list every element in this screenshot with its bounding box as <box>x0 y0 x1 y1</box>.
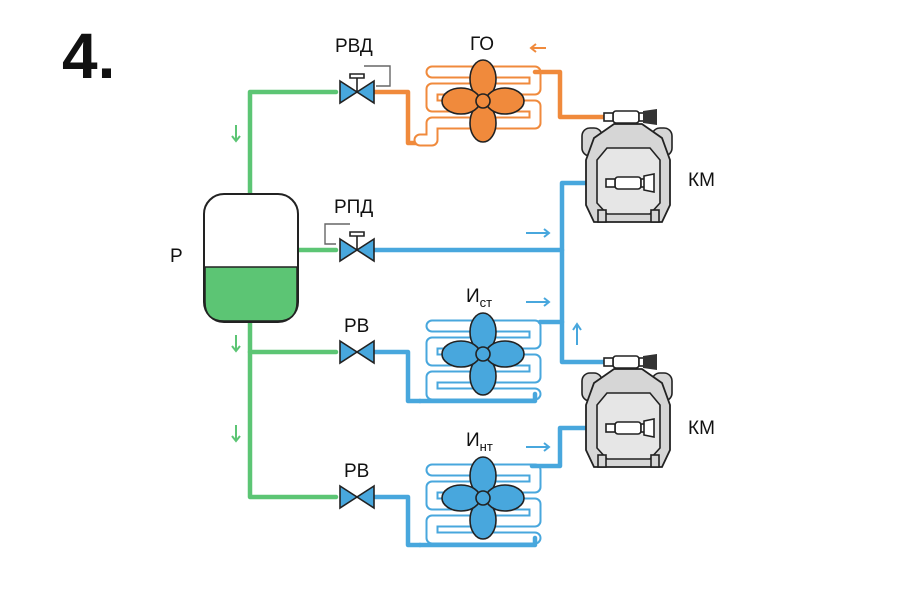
receiver-label: Р <box>170 246 183 267</box>
figure-number: 4. <box>62 20 115 92</box>
gas-cooler: ГО <box>367 34 607 147</box>
flow-arrow-icon <box>526 442 551 452</box>
flow-arrow-icon <box>526 228 551 238</box>
discharge-fitting-icon <box>603 110 649 124</box>
compressor-bottom-label: КМ <box>688 418 715 439</box>
flow-arrow-icon <box>529 43 546 53</box>
gas-cooler-label: ГО <box>470 34 494 55</box>
evaporator-lt-label-sub: нт <box>480 439 493 454</box>
differential-regulator: РПД <box>324 180 607 365</box>
valve-icon <box>339 485 375 509</box>
flow-arrow-icon <box>231 335 241 353</box>
flow-arrow-icon <box>231 125 241 143</box>
evaporator-mt: РВ Ист <box>339 286 565 404</box>
compressor-top: КМ <box>581 109 715 223</box>
evaporator-mt-label-sub: ст <box>480 295 493 310</box>
compressor-top-label: КМ <box>688 170 715 191</box>
discharge-fitting-icon <box>603 355 649 369</box>
expansion-valve-1-label: РВ <box>344 316 369 337</box>
flow-arrow-icon <box>526 297 551 307</box>
high-pressure-regulator-label: РВД <box>335 36 373 57</box>
liquid-lines <box>231 89 339 500</box>
evaporator-lt-label: Инт <box>466 430 493 454</box>
flow-arrow-icon <box>231 425 241 443</box>
receiver: Р <box>170 193 299 323</box>
evaporator-lt: РВ Инт <box>339 425 603 548</box>
valve-icon <box>339 340 375 364</box>
flow-arrow-icon <box>572 322 582 345</box>
evaporator-mt-label: Ист <box>466 286 492 310</box>
differential-regulator-label: РПД <box>334 197 373 218</box>
evaporator-lt-label-base: И <box>466 430 480 451</box>
compressor-bottom: КМ <box>581 354 715 468</box>
high-pressure-regulator: РВД <box>335 36 391 104</box>
expansion-valve-2-label: РВ <box>344 461 369 482</box>
evaporator-mt-label-base: И <box>466 286 480 307</box>
